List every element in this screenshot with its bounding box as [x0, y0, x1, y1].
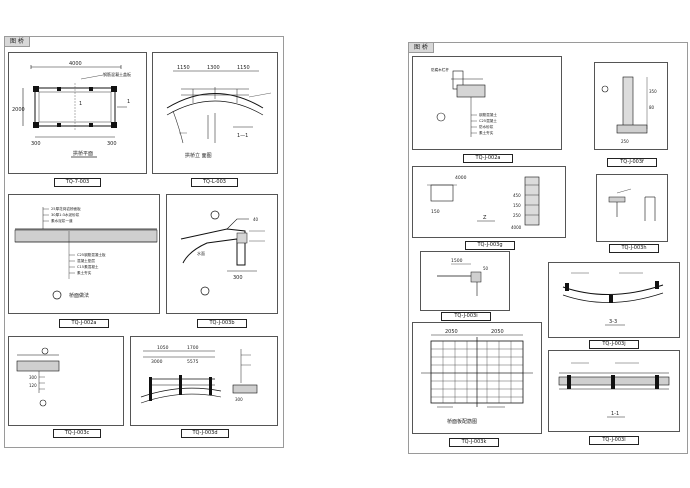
panel-r5-anchor: 1500 50 TQ-J-003i [420, 251, 510, 321]
layer-4: C25钢筋混凝土板 [77, 252, 106, 257]
r3-dim-6: 4000 [511, 225, 522, 230]
elev-dim-2: 1300 [207, 65, 220, 71]
panel-r1-railing-post: 防腐木栏杆 钢筋混凝土 C25混凝土 防水砂浆 素土夯实 TQ-J-002a [412, 56, 562, 163]
layer-2: 30厚1:3水泥砂浆 [51, 212, 80, 217]
panel-railing-detail: 300 120 TQ-J-003c [8, 336, 124, 438]
r3-dim-2: 150 [431, 209, 440, 215]
r6-caption: TQ-J-003j [589, 340, 639, 349]
edge-dim-1: 300 [233, 275, 243, 281]
railing-elev-dim-4: 5575 [187, 359, 199, 365]
r3-drawing: 4000 150 450 150 250 4000 Z [427, 175, 540, 230]
layer-5: 混凝土垫层 [77, 258, 95, 263]
plan-note: 钢筋混凝土盖板 [103, 71, 131, 77]
elev-dim-3: 1150 [237, 65, 250, 71]
panel-r8-deck-section: 1-1 TQ-J-003l [548, 350, 680, 445]
layer-1: 25厚花岗岩桥面板 [51, 206, 81, 211]
r1-note-1: 防腐木栏杆 [431, 67, 449, 72]
panel-r3-beam: 4000 150 450 150 250 4000 Z TQ-J-003g [412, 166, 566, 250]
r3-dim-5: 250 [513, 213, 521, 218]
railing-caption: TQ-J-003c [53, 429, 101, 438]
r3-section: Z [483, 215, 487, 221]
railing-dim-1: 300 [29, 375, 37, 380]
r7-title: 桥面板配筋图 [447, 418, 477, 425]
railing-elevation-caption: TQ-J-003d [181, 429, 229, 438]
r1-note-3: C25混凝土 [479, 118, 497, 123]
r4-drawing [608, 188, 656, 221]
plan-dim-width: 4000 [69, 61, 82, 67]
right-sheet-title-tag: 图 桥 [409, 43, 434, 53]
r8-caption: TQ-J-003l [589, 436, 639, 445]
panel-r7-deck-reinforcement: 2050 2050 桥面板配筋图 TQ-J-003k [412, 322, 542, 447]
left-sheet-title-tag: 图 桥 [5, 37, 30, 47]
panel-bridge-plan: 4000 2000 300 300 钢筋混凝土盖板 1 1 拱桥平面 TQ-7-… [8, 52, 147, 187]
layer-6: C15素混凝土 [77, 264, 99, 269]
panel-r6-arch-section: 3-3 TQ-J-003j [548, 262, 680, 349]
r5-dim-2: 50 [483, 266, 489, 271]
plan-caption: TQ-7-003 [54, 178, 101, 187]
panel-r4-bracket: TQ-J-003h [596, 174, 668, 253]
plan-section-marker: 1 [79, 101, 82, 107]
layer-3: 素水泥浆一道 [51, 218, 73, 223]
railing-dim-2: 120 [29, 383, 37, 388]
plan-dim-height: 2000 [12, 107, 25, 113]
r4-caption: TQ-J-003h [609, 244, 659, 253]
edge-detail-drawing: 300 40 水面 [180, 210, 265, 296]
r3-dim-3: 450 [513, 193, 521, 198]
r1-note-5: 素土夯实 [479, 130, 494, 135]
panel-edge-detail: 300 40 水面 TQ-J-003b [166, 194, 278, 328]
r2-dim-1: 350 [649, 89, 657, 94]
r7-dim-2: 2050 [491, 329, 504, 335]
plan-title: 拱桥平面 [73, 150, 93, 157]
plan-dim-left: 300 [31, 141, 41, 147]
railing-detail-drawing: 300 120 [16, 347, 60, 407]
railing-elev-dim-3: 1700 [187, 345, 199, 351]
bridge-elevation-drawing: 1150 1300 1150 1—1 拱桥立 面图 [166, 65, 272, 159]
r5-dim-1: 1500 [451, 258, 463, 264]
r5-caption: TQ-J-003i [441, 312, 491, 321]
railing-elev-dim-5: 300 [235, 397, 243, 402]
elev-dim-1: 1150 [177, 65, 190, 71]
r3-dim-1: 4000 [455, 175, 467, 181]
panel-bridge-elevation: 1150 1300 1150 1—1 拱桥立 面图 TQ-L-003 [152, 52, 278, 187]
r8-section: 1-1 [611, 411, 619, 417]
plan-dim-right: 300 [107, 141, 117, 147]
deck-layers-drawing: 25厚花岗岩桥面板 30厚1:3水泥砂浆 素水泥浆一道 C25钢筋混凝土板 混凝… [14, 206, 158, 300]
elevation-caption: TQ-L-003 [191, 178, 238, 187]
edge-caption: TQ-J-003b [197, 319, 247, 328]
railing-elevation-drawing: 1050 3000 1700 5575 300 [140, 345, 258, 404]
edge-water-label: 水面 [197, 250, 205, 256]
r6-drawing: 3-3 [562, 272, 664, 326]
layer-7: 素土夯实 [77, 270, 92, 275]
r1-caption: TQ-J-002a [463, 154, 513, 163]
panel-railing-elevation: 1050 3000 1700 5575 300 TQ-J-003d [130, 336, 278, 438]
r6-section: 3-3 [609, 319, 617, 325]
r7-dim-1: 2050 [445, 329, 458, 335]
r7-drawing: 2050 2050 桥面板配筋图 [421, 329, 533, 425]
railing-elev-dim-1: 1050 [157, 345, 169, 351]
r2-dim-2: 80 [649, 105, 655, 110]
r3-caption: TQ-J-003g [465, 241, 515, 250]
panel-deck-layers: 25厚花岗岩桥面板 30厚1:3水泥砂浆 素水泥浆一道 C25钢筋混凝土板 混凝… [8, 194, 160, 328]
r8-drawing: 1-1 [558, 362, 670, 418]
elev-section-label: 1—1 [237, 133, 248, 139]
r3-dim-4: 150 [513, 203, 521, 208]
bridge-plan-drawing: 4000 2000 300 300 钢筋混凝土盖板 1 1 拱桥平面 [12, 61, 131, 158]
deck-caption: TQ-J-002a [59, 319, 109, 328]
r1-drawing: 防腐木栏杆 钢筋混凝土 C25混凝土 防水砂浆 素土夯实 [431, 67, 497, 137]
edge-dim-2: 40 [253, 217, 259, 222]
plan-section-marker-right: 1 [127, 99, 130, 105]
r2-drawing: 350 80 250 [601, 76, 657, 144]
railing-elev-dim-2: 3000 [151, 359, 163, 365]
r2-caption: TQ-J-003f [607, 158, 657, 167]
r7-caption: TQ-J-003k [449, 438, 499, 447]
r1-note-4: 防水砂浆 [479, 124, 494, 129]
deck-title: 桥面做法 [69, 292, 89, 299]
elev-title: 拱桥立 面图 [185, 152, 212, 159]
r1-note-2: 钢筋混凝土 [479, 112, 497, 117]
panel-r2-column: 350 80 250 TQ-J-003f [594, 62, 668, 167]
r2-dim-3: 250 [621, 139, 629, 144]
r5-drawing: 1500 50 [437, 258, 489, 296]
